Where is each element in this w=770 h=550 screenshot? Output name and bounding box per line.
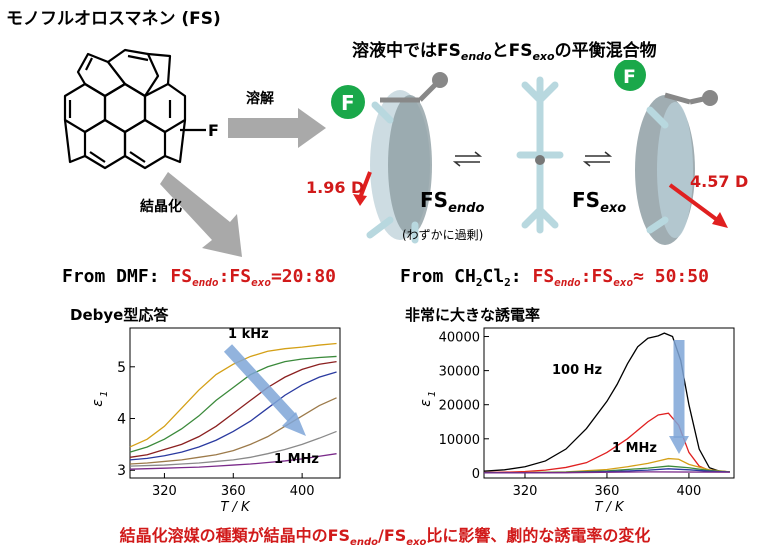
- ring-top-left: [76, 52, 127, 98]
- exo-f-atom: F: [623, 66, 636, 88]
- fluorosumanene-structure: F: [63, 48, 219, 170]
- fluorine-atom-label: F: [208, 121, 219, 140]
- bridge-right: [164, 119, 187, 164]
- trend-arrow: [223, 344, 297, 422]
- solution-mid: と: [491, 41, 509, 61]
- x-tick-label: 360: [221, 484, 246, 499]
- series-line: [129, 342, 337, 448]
- y-tick-label: 40000: [439, 331, 480, 346]
- solution-prefix: 溶液中では: [352, 41, 437, 61]
- series-label-bottom: 1 MHz: [612, 441, 657, 456]
- right-panel-title: 非常に大きな誘電率: [405, 306, 541, 324]
- footer-conclusion: 結晶化溶媒の種類が結晶中のFSendo/FSexo比に影響、劇的な誘電率の変化: [119, 526, 651, 548]
- exo-dipole-arrow: [668, 183, 722, 224]
- endo-f-atom: F: [341, 91, 355, 115]
- fs-exo-caption: FSexo: [572, 188, 627, 216]
- y-axis-label: ε1: [90, 391, 110, 407]
- series-line: [129, 430, 337, 467]
- svg-text:ε: ε: [418, 399, 434, 407]
- y-tick-label: 0: [472, 467, 480, 482]
- x-tick-label: 320: [152, 484, 177, 499]
- trend-arrowhead: [669, 436, 689, 454]
- y-tick-label: 10000: [439, 433, 480, 448]
- fs-endo-molecule: F: [331, 72, 448, 244]
- endo-dipole-arrow: [358, 171, 372, 199]
- series-label-bottom: 1 MHz: [274, 452, 319, 467]
- x-tick-label: 400: [290, 484, 315, 499]
- dipole-endo-value: 1.96 D: [306, 178, 365, 197]
- bridge-left: [63, 119, 86, 164]
- left-panel-title: Debye型応答: [70, 306, 169, 324]
- crystallize-arrow: [160, 172, 242, 257]
- condition-dmf: From DMF: FSendo:FSexo=20:80: [62, 266, 336, 289]
- trend-arrowhead: [282, 412, 306, 436]
- series-line: [129, 397, 337, 465]
- equilibrium-arrows: [452, 151, 613, 167]
- x-tick-label: 320: [513, 484, 538, 499]
- series-line: [129, 355, 337, 453]
- y-axis-label: ε1: [418, 391, 438, 407]
- condition-ch2cl2: From CH2Cl2: FSendo:FSexo≈ 50:50: [400, 266, 709, 289]
- plot-frame: [483, 327, 735, 479]
- series-label-top: 1 kHz: [228, 327, 269, 342]
- series-label-top: 100 Hz: [552, 363, 602, 378]
- figure-title: モノフルオロスマネン (FS): [6, 9, 221, 29]
- series-line: [483, 412, 730, 474]
- endo-excess-note: (わずかに過剰): [402, 228, 484, 242]
- dissolve-arrow: [228, 108, 326, 148]
- fs-endo-caption: FSendo: [420, 188, 485, 216]
- y-tick-label: 20000: [439, 399, 480, 414]
- series-line: [129, 360, 337, 458]
- x-axis-label: T / K: [594, 500, 625, 515]
- svg-text:1: 1: [99, 391, 110, 397]
- x-axis-label: T / K: [220, 500, 251, 515]
- equilibrium-scheme: F F: [331, 60, 728, 245]
- crystallize-label: 結晶化: [140, 199, 182, 215]
- y-tick-label: 3: [117, 463, 126, 479]
- y-tick-label: 5: [117, 360, 126, 376]
- dipole-exo-value: 4.57 D: [690, 172, 749, 191]
- y-tick-label: 4: [117, 412, 126, 428]
- fs-exo-label: FSexo: [508, 41, 555, 63]
- series-line: [483, 332, 730, 473]
- bridge-top: [147, 52, 172, 85]
- svg-text:1: 1: [427, 391, 438, 397]
- series-line: [129, 453, 337, 470]
- dissolve-label: 溶解: [246, 91, 274, 107]
- solution-suffix: の平衡混合物: [554, 41, 657, 61]
- fs-exo-molecule: F: [614, 60, 718, 245]
- solution-title: 溶液中ではFSendoとFSexoの平衡混合物: [352, 36, 657, 63]
- series-line: [483, 471, 730, 474]
- series-line: [129, 371, 337, 461]
- plot-frame: [129, 327, 341, 479]
- y-tick-label: 30000: [439, 365, 480, 380]
- svg-text:ε: ε: [90, 399, 106, 407]
- x-tick-label: 360: [595, 484, 620, 499]
- fs-endo-label: FSendo: [437, 41, 492, 63]
- x-tick-label: 400: [677, 484, 702, 499]
